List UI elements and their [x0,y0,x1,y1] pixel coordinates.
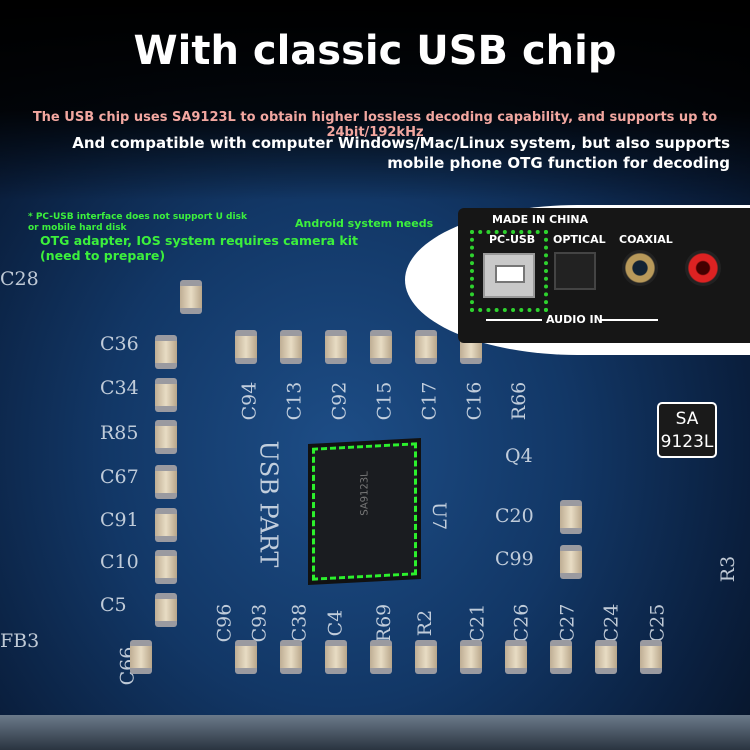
silkscreen-label: USB PART [254,440,283,568]
usb-chip-highlight: SA9123L [308,438,421,585]
made-in-china-label: MADE IN CHINA [492,213,589,226]
silkscreen-label: C17 [418,381,441,421]
silkscreen-label: C10 [100,551,139,573]
coaxial-label: COAXIAL [619,233,673,246]
capacitor [325,640,347,674]
headline: With classic USB chip [133,28,617,74]
note-otg: OTG adapter, IOS system requires camera … [40,233,358,263]
capacitor [550,640,572,674]
silkscreen-label: R2 [414,609,437,637]
capacitor [560,500,582,534]
silkscreen-label: C20 [495,505,534,527]
silkscreen-label: C34 [100,377,139,399]
note-android: Android system needs [295,217,434,230]
capacitor [415,640,437,674]
note-usb-disk: * PC-USB interface does not support U di… [28,212,247,233]
silkscreen-label: C38 [288,603,311,643]
silkscreen-label: R69 [373,603,396,643]
badge-line1: SA [675,409,699,429]
capacitor [460,640,482,674]
red-rca-port [685,250,721,286]
capacitor [640,640,662,674]
capacitor [155,593,177,627]
silkscreen-label: Q4 [505,445,533,467]
capacitor [595,640,617,674]
usb-b-port [483,253,535,298]
silkscreen-label: C91 [100,509,139,531]
silkscreen-label: C15 [373,381,396,421]
badge-line2: 9123L [660,432,714,452]
silkscreen-label: C4 [324,609,347,637]
capacitor [280,330,302,364]
audio-in-label: AUDIO IN [546,313,603,326]
capacitor [155,378,177,412]
silkscreen-label: C96 [213,603,236,643]
silkscreen-label: C21 [466,603,489,643]
silkscreen-label: C27 [556,603,579,643]
subtitle-white: And compatible with computer Windows/Mac… [72,134,730,172]
pc-usb-label: PC-USB [489,233,536,246]
silkscreen-label: R85 [100,422,139,444]
silkscreen-label: R66 [508,381,531,421]
silkscreen-label: C93 [248,603,271,643]
optical-port [554,252,596,290]
silkscreen-label: C92 [328,381,351,421]
optical-label: OPTICAL [553,233,606,246]
capacitor [415,330,437,364]
silkscreen-label: C13 [283,381,306,421]
silkscreen-label: C24 [600,603,623,643]
capacitor [370,330,392,364]
capacitor [325,330,347,364]
silkscreen-label: R3 [717,555,740,583]
capacitor [130,640,152,674]
capacitor [370,640,392,674]
divider [486,319,542,321]
silkscreen-label: C5 [100,594,127,616]
top-shade [0,0,750,200]
silkscreen-label: C94 [238,381,261,421]
capacitor [235,330,257,364]
board-edge [0,715,750,750]
silkscreen-label: C26 [510,603,533,643]
capacitor [155,508,177,542]
chip-badge: SA 9123L [657,402,717,458]
capacitor [155,420,177,454]
capacitor [180,280,202,314]
silkscreen-label: C36 [100,333,139,355]
silkscreen-label: C25 [646,603,669,643]
capacitor [505,640,527,674]
subtitle-pink: The USB chip uses SA9123L to obtain high… [32,110,718,140]
capacitor [155,335,177,369]
silkscreen-label: C28 [0,268,39,290]
capacitor [235,640,257,674]
divider [600,319,658,321]
silkscreen-label: FB3 [0,630,40,652]
coaxial-port [622,250,658,286]
silkscreen-label: U7 [428,501,451,531]
silkscreen-label: C67 [100,466,139,488]
silkscreen-label: C99 [495,548,534,570]
silkscreen-label: C16 [463,381,486,421]
capacitor [280,640,302,674]
chip-marking: SA9123L [359,470,371,516]
usb-highlight [470,230,548,312]
capacitor [155,550,177,584]
capacitor [155,465,177,499]
capacitor [560,545,582,579]
